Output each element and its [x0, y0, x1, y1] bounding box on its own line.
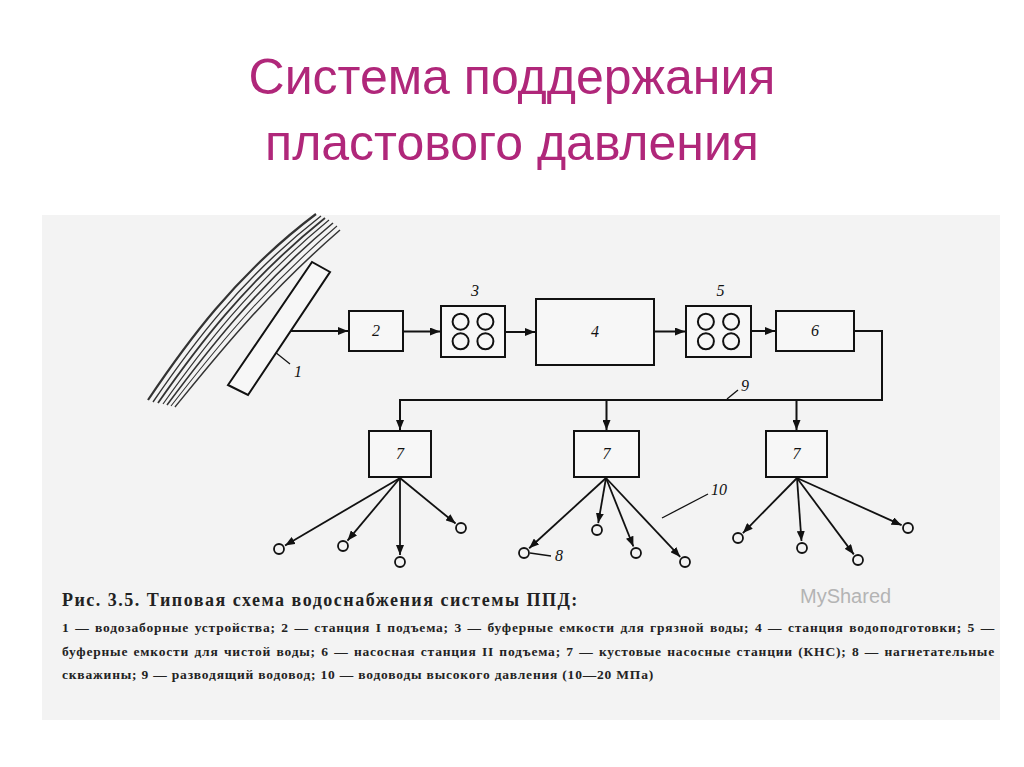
tank-symbols — [687, 307, 750, 356]
high-pressure-line — [797, 478, 854, 554]
injection-well — [338, 541, 348, 551]
buffer-tank: 5 — [685, 305, 752, 358]
tank-circle — [453, 314, 469, 330]
leader-line — [530, 553, 551, 556]
pipe-connector — [332, 330, 348, 332]
figure-caption: Рис. 3.5. Типовая схема водоснабжения си… — [62, 590, 579, 611]
node-number: 4 — [591, 324, 599, 340]
high-pressure-line — [529, 478, 606, 548]
node-number: 5 — [717, 283, 725, 299]
intake-pipe — [291, 330, 333, 332]
high-pressure-line — [285, 478, 400, 545]
leader-line — [727, 390, 738, 399]
callout-number: 8 — [555, 548, 563, 564]
injection-well — [631, 548, 641, 558]
injection-well — [797, 543, 807, 553]
leader-line — [662, 494, 708, 518]
pipe-connector — [752, 330, 775, 332]
callout-number: 10 — [711, 482, 727, 498]
node-number: 3 — [471, 283, 479, 299]
watermark: MyShared — [800, 586, 891, 606]
high-pressure-line — [797, 478, 902, 525]
tank-symbols — [442, 307, 504, 356]
station-box: 7 — [765, 430, 828, 478]
station-box: 4 — [535, 298, 655, 366]
high-pressure-line — [743, 478, 797, 533]
node-number: 1 — [294, 364, 302, 380]
pipe-connector — [655, 331, 685, 333]
injection-well — [680, 557, 690, 567]
tank-circle — [698, 314, 714, 330]
tank-circle — [453, 333, 469, 349]
node-number: 6 — [811, 323, 819, 339]
scan-ground — [42, 215, 1000, 720]
tank-circle — [477, 314, 493, 330]
injection-well — [456, 523, 466, 533]
buffer-tank: 3 — [440, 305, 506, 358]
callout-number: 9 — [741, 378, 749, 394]
injection-well — [274, 544, 284, 554]
station-box: 2 — [348, 310, 404, 352]
tank-circle — [698, 333, 714, 349]
station-box: 7 — [368, 430, 432, 478]
node-number: 7 — [793, 446, 801, 462]
injection-well — [395, 557, 405, 567]
node-number: 7 — [396, 446, 404, 462]
pipe-connector — [506, 331, 535, 333]
well-group — [274, 478, 913, 567]
high-pressure-line — [797, 478, 802, 541]
node-number: 2 — [372, 323, 380, 339]
high-pressure-line — [606, 478, 680, 557]
injection-well — [733, 533, 743, 543]
intake-outline — [228, 262, 332, 397]
station-box: 6 — [775, 310, 855, 352]
pipe-connector — [404, 331, 440, 333]
high-pressure-line — [400, 478, 456, 524]
injection-well — [853, 555, 863, 565]
high-pressure-line — [399, 478, 401, 555]
station-box: 7 — [573, 430, 640, 478]
intake-outline — [228, 262, 330, 395]
node-number: 7 — [603, 446, 611, 462]
slide-title: Система поддержания пластового давления — [162, 44, 862, 176]
tank-circle — [477, 333, 493, 349]
tank-circle — [723, 333, 739, 349]
water-intake: 1 — [228, 262, 332, 397]
injection-well — [592, 525, 602, 535]
figure-key: 1 — водозаборные устройства; 2 — станция… — [62, 616, 995, 687]
tank-circle — [723, 314, 739, 330]
injection-well — [903, 523, 913, 533]
high-pressure-line — [598, 478, 606, 523]
high-pressure-line — [347, 478, 400, 541]
river-bank — [148, 214, 340, 407]
injection-well — [519, 548, 529, 558]
high-pressure-line — [606, 478, 633, 547]
